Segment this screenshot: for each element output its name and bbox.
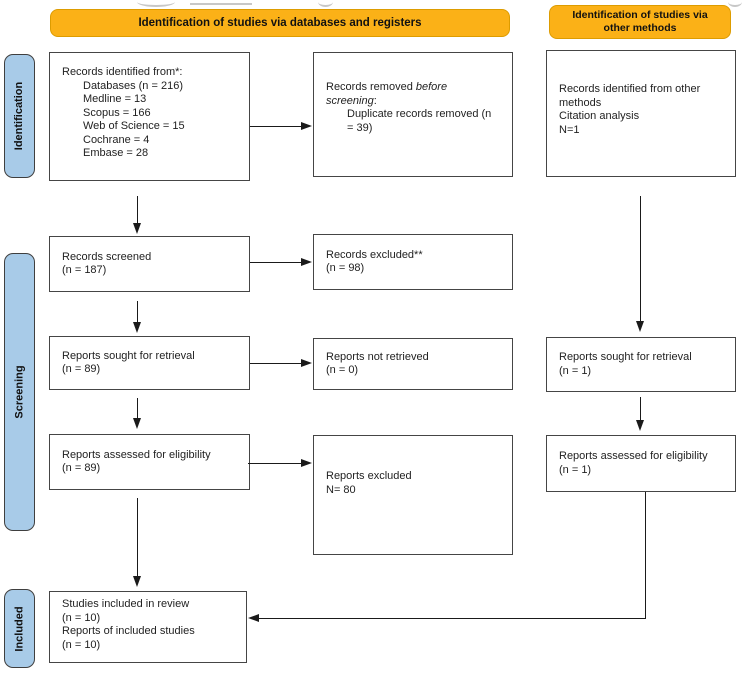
- box-text-line: screening:: [326, 94, 377, 107]
- box-text-line: Records identified from*:: [62, 66, 183, 78]
- box-text-line: (n = 10): [62, 638, 101, 651]
- box-text-line: (n = 89): [62, 363, 101, 375]
- box-records-excluded: Records excluded**(n = 98): [313, 234, 513, 290]
- box-text-line: Records screened: [62, 250, 152, 263]
- box-reports-assessed: Reports assessed for eligibility(n = 89): [49, 434, 250, 490]
- box-studies-included: Studies included in review(n = 10)Report…: [49, 591, 247, 663]
- box-records-screened: Records screened(n = 187): [49, 236, 250, 292]
- arrow-shaft: [137, 498, 138, 577]
- crop-artifact: [190, 0, 252, 5]
- box-records-identified: Records identified from*:Databases (n = …: [49, 52, 250, 181]
- crop-artifact: [728, 0, 742, 7]
- box-text-line: (n = 98): [326, 262, 365, 274]
- box-reports-not-retrieved: Reports not retrieved(n = 0): [313, 338, 513, 390]
- box-text-line: Reports assessed for eligibility: [62, 448, 211, 461]
- box-text-line: Databases (n = 216): [83, 79, 183, 92]
- arrowhead: [133, 576, 142, 587]
- box-text-line: Web of Science = 15: [83, 120, 185, 132]
- box-text-line: (n = 89): [62, 462, 101, 474]
- box-text-line: Embase = 28: [83, 147, 149, 159]
- arrowhead: [133, 223, 142, 234]
- crop-artifact: [318, 0, 333, 7]
- box-text-line: N=1: [559, 123, 580, 136]
- arrow-shaft: [250, 126, 303, 127]
- arrowhead: [133, 322, 142, 333]
- box-text-line: Reports assessed for eligibility: [559, 450, 708, 462]
- arrow-shaft: [137, 398, 138, 419]
- box-text-line: (n = 10): [62, 611, 101, 624]
- box-text-line: Studies included in review: [62, 598, 190, 610]
- stage-label-screening-text: Screening: [13, 365, 26, 419]
- box-text-line: (n = 0): [326, 364, 359, 376]
- stage-label-identification-text: Identification: [13, 81, 26, 151]
- box-text-line: = 39): [347, 121, 373, 134]
- arrowhead: [301, 122, 312, 131]
- stage-label-screening: Screening: [4, 253, 35, 531]
- box-text-line: Records identified from other: [559, 83, 701, 95]
- stage-label-included-text: Included: [13, 605, 26, 652]
- box-reports-sought-other: Reports sought for retrieval(n = 1): [546, 337, 736, 392]
- crop-artifact: [137, 0, 175, 7]
- connector-horizontal: [256, 618, 646, 619]
- box-text-line: Reports sought for retrieval: [62, 349, 195, 362]
- stage-label-identification: Identification: [4, 54, 35, 178]
- header-databases-registers: Identification of studies via databases …: [50, 9, 510, 37]
- arrow-shaft: [250, 363, 303, 364]
- arrow-shaft: [248, 463, 303, 464]
- arrowhead: [636, 321, 645, 332]
- box-text-line: (n = 187): [62, 264, 107, 276]
- box-text-line: Reports of included studies: [62, 625, 195, 637]
- box-reports-sought: Reports sought for retrieval(n = 89): [49, 336, 250, 390]
- arrowhead: [301, 359, 312, 368]
- arrow-shaft: [250, 262, 303, 263]
- box-text-line: (n = 1): [559, 463, 592, 476]
- arrow-shaft: [137, 301, 138, 323]
- box-text-line: Reports excluded: [326, 470, 412, 482]
- arrowhead: [301, 258, 312, 267]
- header-other-methods: Identification of studies via other meth…: [549, 5, 731, 39]
- stage-label-included: Included: [4, 589, 35, 668]
- box-text-line: Scopus = 166: [83, 106, 151, 119]
- box-text-line: Duplicate records removed (n: [347, 108, 492, 120]
- box-text-line: Reports sought for retrieval: [559, 351, 692, 363]
- box-text-line: Records removed before: [326, 81, 448, 93]
- box-text-line: Cochrane = 4: [83, 133, 150, 146]
- box-text-line: Citation analysis: [559, 110, 640, 122]
- arrowhead: [301, 459, 312, 468]
- box-text-line: Records excluded**: [326, 248, 423, 261]
- box-text-line: N= 80: [326, 483, 356, 496]
- arrow-shaft: [137, 196, 138, 224]
- arrowhead: [248, 614, 259, 623]
- box-text-line: Reports not retrieved: [326, 350, 429, 363]
- arrowhead: [133, 418, 142, 429]
- arrowhead: [636, 420, 645, 431]
- connector-vertical: [645, 492, 646, 619]
- box-text-line: methods: [559, 96, 602, 109]
- arrow-shaft: [640, 196, 641, 322]
- arrow-shaft: [640, 397, 641, 421]
- box-reports-assessed-other: Reports assessed for eligibility(n = 1): [546, 435, 736, 492]
- box-text-line: (n = 1): [559, 364, 592, 377]
- box-text-line: Medline = 13: [83, 93, 147, 105]
